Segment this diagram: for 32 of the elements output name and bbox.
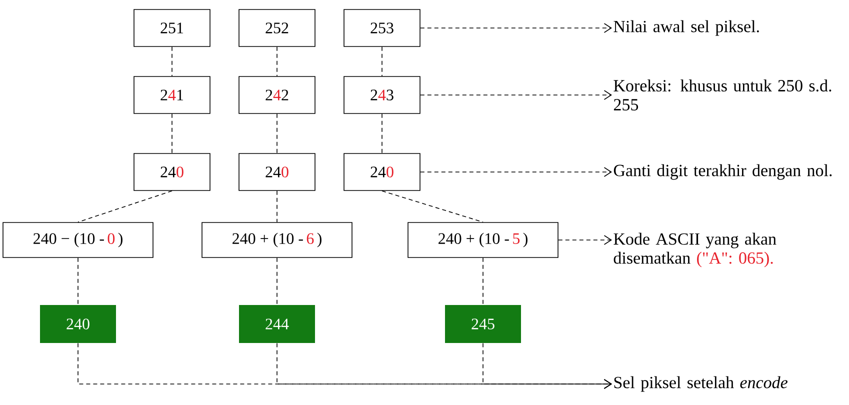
value-box: 251 <box>134 9 210 47</box>
arrow <box>420 167 612 177</box>
annotation-text: Ganti digit terakhir dengan nol. <box>614 164 832 180</box>
value-box: 241 <box>134 76 210 114</box>
formula-box: 240 + (10 - 6 ) <box>202 222 352 258</box>
annotation-text: Nilai awal sel piksel. <box>614 20 759 36</box>
value-box: 242 <box>238 76 316 114</box>
connector-line <box>382 190 484 222</box>
connector-line <box>482 258 484 306</box>
connector-line <box>78 190 172 222</box>
arrow <box>558 235 612 245</box>
result-box: 240 <box>40 305 116 343</box>
formula-box: 240 + (10 - 5 ) <box>408 222 558 258</box>
value-box: 252 <box>238 9 316 47</box>
result-box: 244 <box>239 305 315 343</box>
annotation-text: Sel piksel setelah encode <box>614 376 788 392</box>
value-box: 240 <box>238 153 316 191</box>
connector-line <box>276 114 278 154</box>
result-box: 245 <box>445 305 521 343</box>
arrow <box>482 342 612 389</box>
arrow <box>420 23 612 33</box>
value-box: 243 <box>344 76 420 114</box>
annotation-text: Koreksi: khusus untuk 250 s.d. 255 <box>614 80 832 110</box>
connector-line <box>276 190 278 222</box>
arrow <box>420 90 612 100</box>
formula-box: 240 − (10 - 0 ) <box>2 222 154 258</box>
annotation-text: Kode ASCII yang akan disematkan ("A": 065). <box>614 232 776 268</box>
connector-line <box>276 258 278 306</box>
value-box: 240 <box>134 153 210 191</box>
connector-line <box>276 46 278 76</box>
value-box: 253 <box>344 9 420 47</box>
value-box: 240 <box>344 153 420 191</box>
